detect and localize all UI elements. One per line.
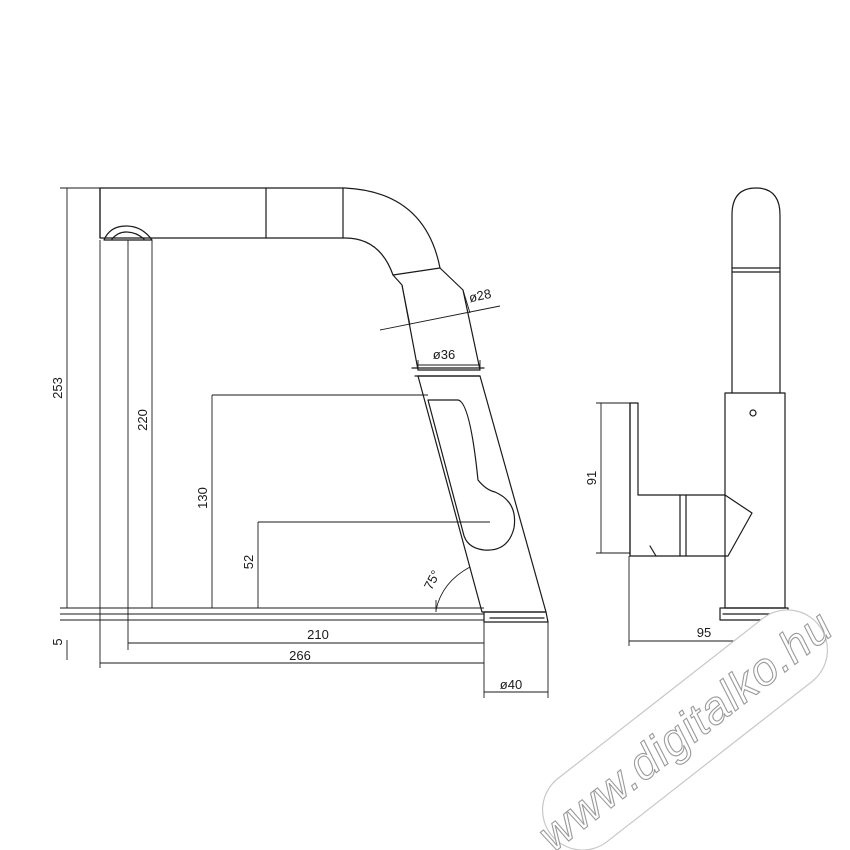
dim-total-height: 253 [50,377,65,399]
dim-spout-height: 220 [135,409,150,431]
dim-total-reach: 266 [289,648,311,663]
side-lever [629,402,753,557]
faucet-side-view [629,187,789,621]
dim-lever-height: 130 [195,487,210,509]
dim-spout-reach: 210 [307,627,329,642]
faucet-front-view [99,187,549,623]
spray-head [103,225,153,241]
front-dimension-lines [60,187,549,698]
side-dimension-lines [596,402,789,646]
dim-hose-diameter: ø28 [468,286,493,305]
dim-base-to-lever: 52 [241,555,256,569]
dim-side-depth: 95 [697,625,711,640]
spout-arm [99,187,481,371]
lever-slot [427,399,516,551]
watermark: www.digitalko.hu [527,599,843,850]
dim-base-diameter: ø40 [500,677,522,692]
dim-side-height: 91 [584,471,599,485]
watermark-text: www.digitalko.hu [528,599,843,850]
dim-body-diameter: ø36 [433,347,455,362]
dim-deck-thickness: 5 [50,638,65,645]
faucet-base [483,611,549,623]
side-spout-pipe [731,187,781,394]
dim-angle: 75° [421,568,443,592]
